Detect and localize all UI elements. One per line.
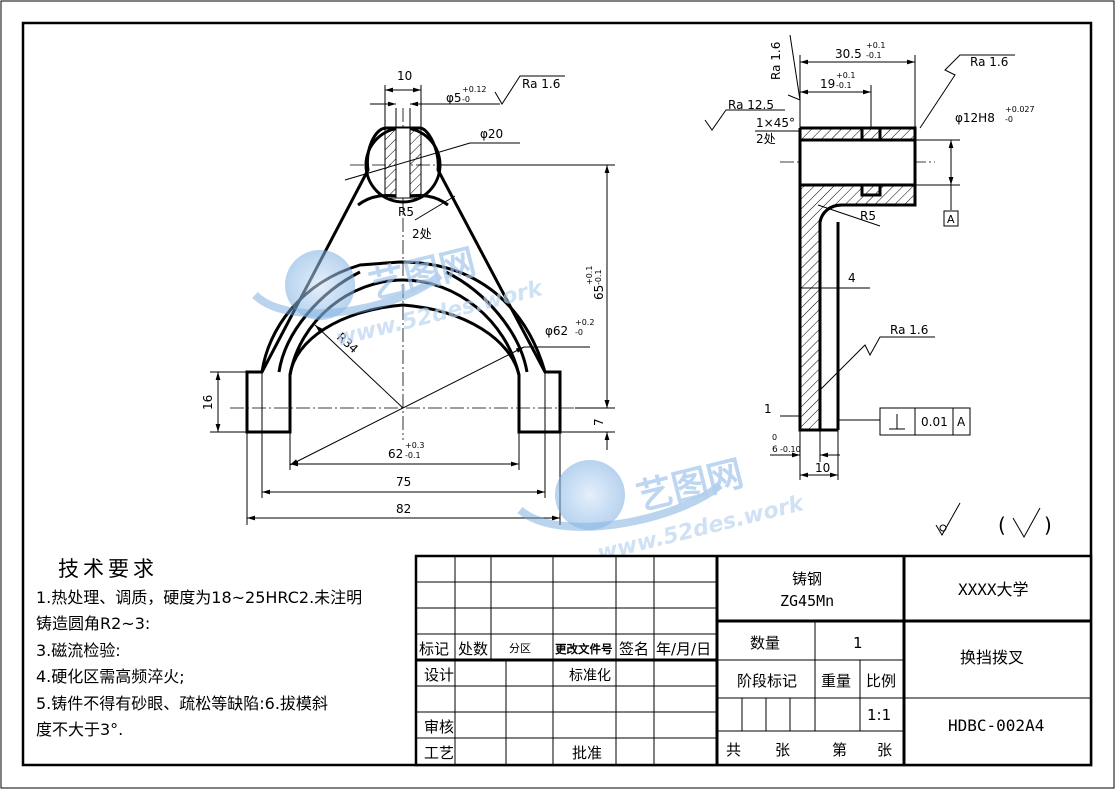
tb-stage-label: 阶段标记 [737, 672, 797, 690]
tb-approve: 批准 [572, 744, 602, 762]
sv-ra-12: Ra 12.5 [728, 98, 774, 112]
fv-dim-65: 65 [592, 285, 606, 300]
sv-dim-30-low: -0.1 [866, 51, 882, 60]
watermark-bottom: 艺图网 www.52des.work [517, 453, 807, 567]
requirement-line: 3.磁流检验: [36, 640, 121, 660]
tb-standard: 标准化 [569, 668, 611, 684]
tb-number: 第 [832, 741, 847, 759]
sv-datum-a: A [947, 213, 955, 226]
roughness-note: ( ) [935, 502, 1052, 539]
sv-chamfer: 1×45° [756, 116, 795, 130]
fv-dim-phi20: φ20 [480, 127, 503, 141]
sv-perp-value: 0.01 [921, 415, 948, 429]
fv-dim-phi5-low: -0 [462, 95, 470, 104]
roughness-paren-close: ) [1044, 513, 1052, 537]
fv-dim-62: 62 [388, 447, 403, 461]
fv-dim-62-up: +0.3 [405, 441, 424, 450]
tb-h-doc: 更改文件号 [555, 642, 613, 656]
fv-dim-phi62: φ62 [545, 324, 568, 338]
sv-dim-6: 6 [772, 445, 778, 455]
sv-ra-mid: Ra 1.6 [890, 323, 928, 337]
watermark-globe-icon-2 [555, 460, 625, 530]
fv-dim-10: 10 [397, 69, 412, 83]
requirements-title: 技术要求 [58, 557, 158, 581]
fv-dim-r5: R5 [398, 205, 414, 219]
title-block: 铸钢 ZG45Mn XXXX大学 换挡拨叉 HDBC-002A4 标记 处数 分… [414, 554, 1093, 767]
tb-h-zone: 分区 [509, 642, 531, 655]
fv-dim-65-up: +0.1 [585, 266, 594, 285]
tb-sheet2: 张 [877, 741, 892, 759]
sv-two-places: 2处 [756, 132, 776, 146]
tb-weight-label: 重量 [821, 672, 851, 690]
tb-h-date: 年/月/日 [656, 640, 711, 658]
sv-dim-phi12: φ12H8 [955, 111, 995, 125]
sv-dim-19-low: -0.1 [836, 81, 852, 90]
sv-perp-datum: A [957, 415, 966, 429]
fv-two-places: 2处 [412, 227, 432, 241]
fv-dim-7: 7 [592, 418, 606, 426]
sv-dim-19: 19 [820, 77, 835, 91]
tb-process: 工艺 [424, 744, 454, 762]
technical-requirements: 技术要求 1.热处理、调质，硬度为18~25HRC2.未注明 铸造圆角R2~3:… [36, 556, 406, 744]
fv-dim-75: 75 [396, 475, 411, 489]
roughness-check-icon [1012, 507, 1041, 539]
sv-dim-r5: R5 [860, 209, 876, 223]
tb-total: 共 [726, 741, 741, 759]
tb-qty-value: 1 [853, 634, 863, 652]
fv-dim-phi62-up: +0.2 [575, 318, 594, 327]
tb-h-count: 处数 [458, 640, 488, 658]
requirement-line: 铸造圆角R2~3: [36, 614, 151, 633]
fv-dim-16: 16 [201, 395, 215, 410]
tb-part-name: 换挡拨叉 [960, 648, 1024, 667]
fv-dim-82: 82 [396, 502, 411, 516]
tb-material-2: ZG45Mn [780, 592, 834, 610]
tb-qty-label: 数量 [750, 634, 780, 652]
sv-ra-top-right: Ra 1.6 [970, 55, 1008, 69]
roughness-paren-open: ( [998, 513, 1006, 537]
sv-dim-1: 1 [764, 402, 772, 416]
fv-dim-65-low: -0.1 [594, 269, 603, 285]
requirement-line: 度不大于3°. [36, 720, 124, 739]
tb-sheets: 张 [775, 741, 790, 759]
sv-dim-phi12-low: -0 [1005, 115, 1013, 124]
tb-design: 设计 [424, 666, 454, 684]
sv-dim-4: 4 [848, 271, 856, 285]
fv-dim-62-low: -0.1 [405, 451, 421, 460]
sv-dim-30: 30.5 [835, 47, 862, 61]
fv-dim-phi62-low: -0 [575, 328, 583, 337]
sv-dim-6-up: 0 [772, 433, 777, 442]
tb-material-1: 铸钢 [792, 570, 822, 588]
tb-h-mark: 标记 [419, 640, 449, 658]
tb-drawing-no: HDBC-002A4 [948, 716, 1044, 735]
tb-scale-value: 1:1 [867, 706, 891, 724]
watermark-globe-icon [285, 250, 355, 320]
requirement-line: 1.热处理、调质，硬度为18~25HRC2.未注明 [36, 587, 363, 607]
side-view: 30.5 +0.1 -0.1 19 +0.1 -0.1 Ra 1.6 Ra 1.… [704, 34, 1035, 480]
sv-dim-10: 10 [815, 461, 830, 475]
sv-dim-6-low: -0.10 [780, 445, 801, 454]
fv-dim-phi5-up: +0.12 [462, 85, 487, 94]
sv-ra-left: Ra 1.6 [769, 42, 783, 80]
requirement-line: 4.硬化区需高频淬火; [36, 667, 185, 686]
tb-review: 审核 [424, 718, 454, 736]
fv-ra-top: Ra 1.6 [522, 77, 560, 91]
sv-dim-30-up: +0.1 [866, 41, 885, 50]
tb-scale-label: 比例 [866, 672, 896, 690]
front-view: 10 φ5 +0.12 -0 Ra 1.6 φ20 R5 2处 65 +0.1 … [201, 69, 615, 525]
fv-dim-phi5: φ5 [446, 91, 462, 105]
tb-h-sign: 签名 [619, 640, 649, 658]
tb-school: XXXX大学 [958, 580, 1029, 599]
sv-dim-19-up: +0.1 [836, 71, 855, 80]
sv-dim-phi12-up: +0.027 [1005, 105, 1035, 114]
requirement-line: 5.铸件不得有砂眼、疏松等缺陷:6.拔模斜 [36, 693, 328, 713]
